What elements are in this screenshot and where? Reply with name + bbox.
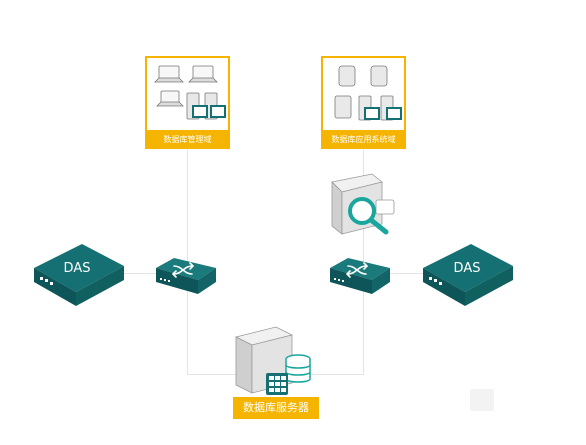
das-storage-icon <box>34 244 124 306</box>
decorative-square <box>470 389 494 411</box>
das-storage-icon <box>423 244 513 306</box>
database-server-icon <box>234 326 311 395</box>
das-left-label: DAS <box>63 261 91 276</box>
management-zone <box>145 56 230 132</box>
link-server-left <box>187 374 237 375</box>
link-das-right <box>385 273 430 274</box>
server-group-icon <box>334 65 402 121</box>
network-switch-icon <box>156 258 216 294</box>
database-server-label: 数据库服务器 <box>233 397 319 419</box>
application-zone <box>321 56 406 132</box>
application-zone-label: 数据库应用系统域 <box>321 131 406 149</box>
management-zone-label: 数据库管理域 <box>145 131 230 149</box>
link-das-left <box>110 273 160 274</box>
link-server-right <box>310 374 364 375</box>
das-right-label: DAS <box>453 261 481 276</box>
laptop-group-icon <box>154 65 226 120</box>
network-switch-icon <box>330 258 390 294</box>
magnifier-monitor-icon <box>331 173 395 235</box>
